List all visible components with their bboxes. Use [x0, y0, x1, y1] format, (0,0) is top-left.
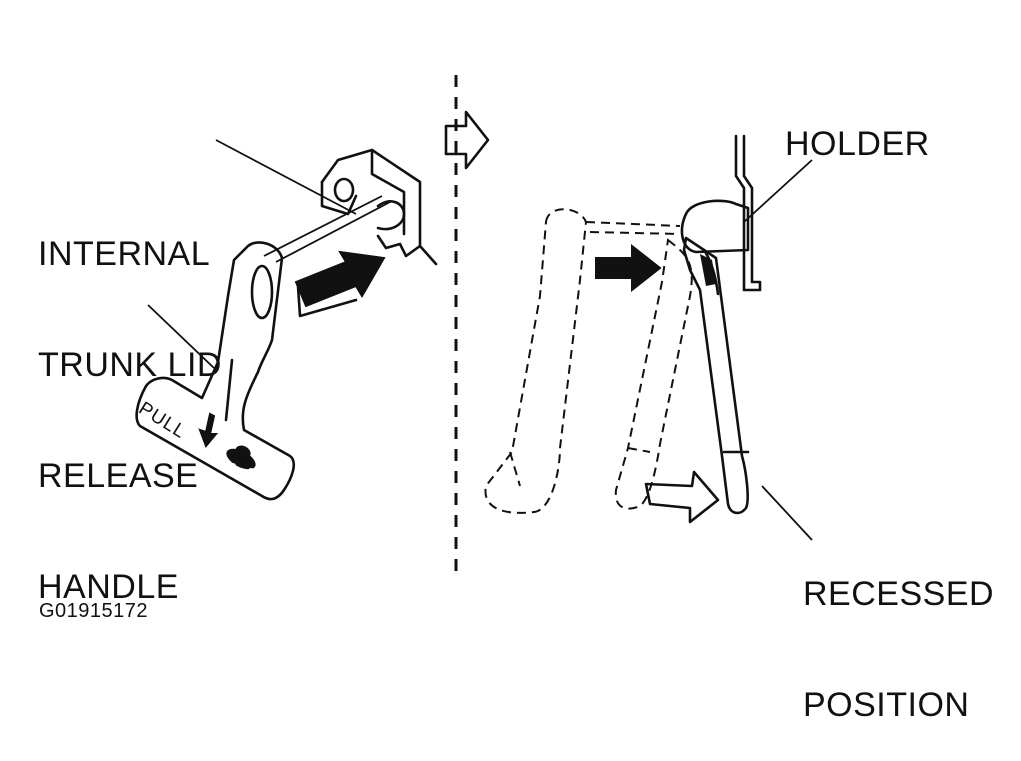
- left-handle-assembly: [135, 139, 438, 501]
- step-arrow-icon: [444, 110, 490, 170]
- handle-label-line-2: TRUNK LID: [38, 346, 222, 384]
- direction-arrow-icon: [198, 412, 219, 448]
- holder-label: HOLDER: [785, 125, 930, 163]
- recessed-label-line-2: POSITION: [803, 686, 970, 724]
- handle-label-line-4: HANDLE: [38, 568, 179, 606]
- recessed-label-line-1: RECESSED: [803, 575, 995, 613]
- recessed-position-label: RECESSED POSITION: [803, 502, 994, 761]
- figure-code: G01915172: [39, 600, 149, 622]
- internal-trunk-lid-release-handle-label: INTERNAL TRUNK LID RELEASE HANDLE: [38, 162, 222, 643]
- diagram-canvas: [135, 75, 813, 578]
- right-holder-assembly: [484, 134, 813, 541]
- motion-arrow-icon: [644, 470, 720, 524]
- car-icon: [226, 445, 256, 474]
- right-push-arrow-icon: [595, 243, 662, 293]
- handle-label-line-1: INTERNAL: [38, 235, 211, 273]
- handle-label-line-3: RELEASE: [38, 457, 199, 495]
- push-arrow-icon: [294, 250, 386, 308]
